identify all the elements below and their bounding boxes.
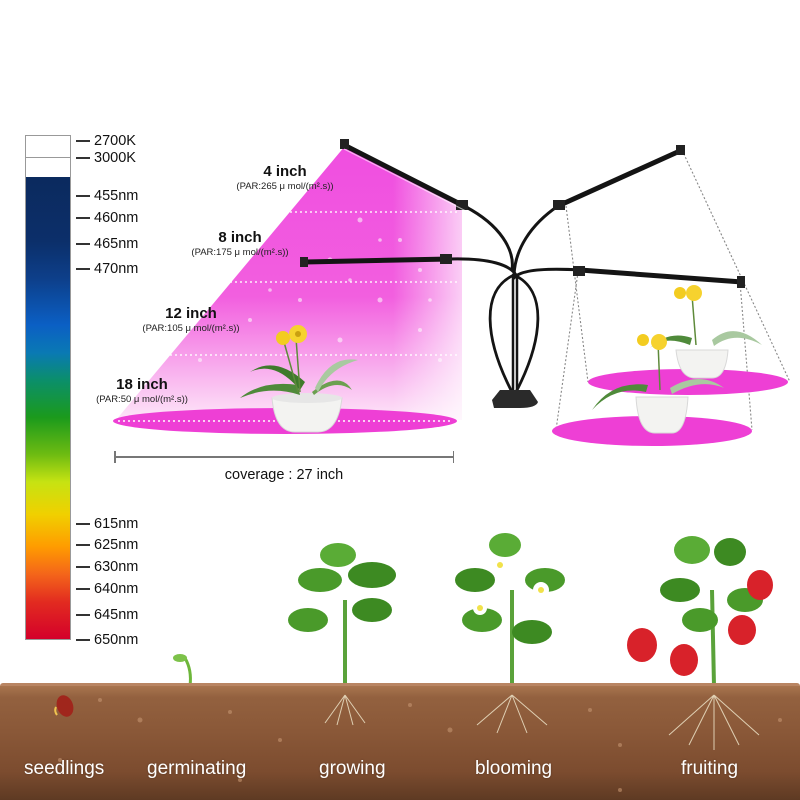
tick-label: 460nm	[94, 210, 139, 226]
stage-label-fruiting: fruiting	[681, 758, 739, 779]
tick-label: 625nm	[94, 537, 139, 553]
height-label-18inch: 18 inch (PAR:50 μ mol/(m².s))	[82, 376, 202, 405]
tick-label: 2700K	[94, 133, 136, 149]
tick-465nm: 465nm	[76, 236, 138, 252]
tick-label: 455nm	[94, 188, 139, 204]
tick-650nm: 650nm	[76, 632, 138, 648]
par-value: (PAR:50 μ mol/(m².s))	[96, 394, 188, 405]
tick-455nm: 455nm	[76, 188, 138, 204]
stage-label-seedlings: seedlings	[24, 758, 105, 779]
height-label-8inch: 8 inch (PAR:175 μ mol/(m².s))	[180, 229, 300, 258]
tick-615nm: 615nm	[76, 516, 138, 532]
height-value: 4 inch	[263, 163, 307, 180]
tick-2700k: 2700K	[76, 133, 136, 149]
potted-plant-right-back	[650, 285, 762, 379]
tick-460nm: 460nm	[76, 210, 138, 226]
spectrum-3000k-segment	[26, 158, 70, 177]
par-value: (PAR:175 μ mol/(m².s))	[191, 247, 289, 258]
stage-label-growing: growing	[319, 758, 386, 779]
tick-label: 650nm	[94, 632, 139, 648]
light-cone	[113, 146, 462, 434]
spectrum-gradient	[26, 177, 70, 639]
tick-label: 630nm	[94, 559, 139, 575]
tick-label: 3000K	[94, 150, 136, 166]
blooming-plant	[455, 533, 565, 728]
tick-3000k: 3000K	[76, 150, 136, 166]
tick-645nm: 645nm	[76, 607, 138, 623]
par-value: (PAR:105 μ mol/(m².s))	[142, 323, 240, 334]
growing-plant	[288, 543, 396, 722]
stage-label-blooming: blooming	[475, 758, 553, 779]
grow-lamp	[300, 139, 745, 394]
potted-plant-left	[240, 325, 358, 433]
height-label-4inch: 4 inch (PAR:265 μ mol/(m².s))	[225, 163, 345, 192]
par-value: (PAR:265 μ mol/(m².s))	[236, 181, 334, 192]
tick-625nm: 625nm	[76, 537, 138, 553]
tick-label: 470nm	[94, 261, 139, 277]
tick-label: 640nm	[94, 581, 139, 597]
spectrum-bar	[25, 135, 71, 640]
tick-470nm: 470nm	[76, 261, 138, 277]
coverage-dimension-line	[114, 452, 454, 462]
height-label-12inch: 12 inch (PAR:105 μ mol/(m².s))	[128, 305, 254, 334]
soil-ground	[0, 686, 800, 800]
tick-640nm: 640nm	[76, 581, 138, 597]
spectrum-2700k-segment	[26, 136, 70, 158]
height-value: 12 inch	[165, 305, 217, 322]
tick-630nm: 630nm	[76, 559, 138, 575]
tick-label: 465nm	[94, 236, 139, 252]
height-value: 8 inch	[218, 229, 262, 246]
fruiting-plant	[627, 536, 773, 738]
tick-label: 615nm	[94, 516, 139, 532]
coverage-label: coverage : 27 inch	[224, 467, 344, 483]
stage-label-germinating: germinating	[147, 758, 247, 779]
height-value: 18 inch	[116, 376, 168, 393]
potted-plant-right-front	[592, 334, 724, 434]
tick-label: 645nm	[94, 607, 139, 623]
lamp-clip-base	[492, 390, 538, 408]
